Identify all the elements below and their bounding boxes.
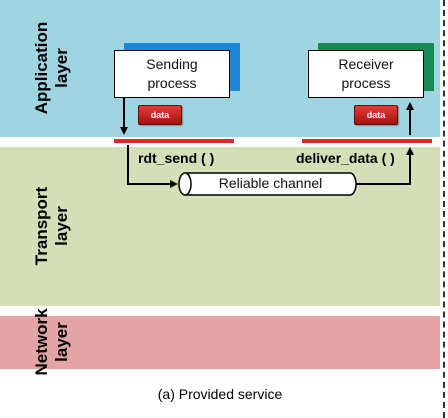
rdt-send-label: rdt_send ( ) bbox=[138, 150, 215, 166]
send-interface-line bbox=[114, 139, 234, 143]
receiver-process-line2: process bbox=[341, 75, 391, 91]
channel-to-receiver-arrow bbox=[353, 147, 414, 185]
sending-process-box: Sending process bbox=[114, 50, 230, 98]
sending-process-line2: process bbox=[147, 75, 197, 91]
receiver-process-box: Receiver process bbox=[308, 50, 424, 98]
sender-data-packet: data bbox=[138, 105, 182, 125]
figure-caption: (a) Provided service bbox=[157, 386, 283, 402]
receive-interface-line bbox=[302, 139, 432, 143]
network-layer-band bbox=[0, 316, 440, 369]
sender-to-channel-arrow bbox=[127, 145, 178, 188]
reliable-channel-pipe bbox=[178, 172, 357, 196]
receiver-process-line1: Receiver bbox=[338, 56, 394, 72]
reliable-channel-label: Reliable channel bbox=[218, 175, 323, 191]
deliver-data-label: deliver_data ( ) bbox=[296, 150, 395, 166]
sending-process-line1: Sending bbox=[146, 56, 198, 72]
receiver-data-packet: data bbox=[354, 105, 398, 125]
dashed-border bbox=[443, 0, 445, 418]
